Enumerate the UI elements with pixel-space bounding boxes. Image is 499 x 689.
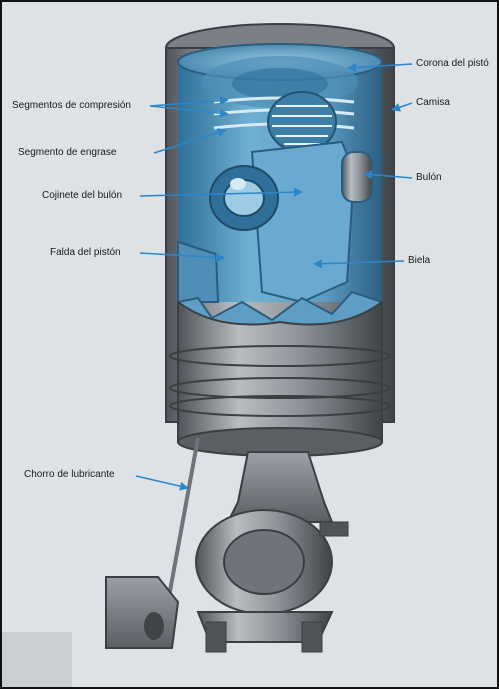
label-corona-del-piston: Corona del pistó	[416, 59, 489, 69]
label-biela: Biela	[408, 256, 430, 266]
label-camisa: Camisa	[416, 98, 450, 108]
label-segmento-de-engrase: Segmento de engrase	[18, 148, 116, 158]
label-bulon: Bulón	[416, 173, 442, 183]
corner-shadow	[2, 632, 72, 687]
piston-lower-body	[170, 302, 390, 456]
label-cojinete-del-bulon: Cojinete del bulón	[42, 191, 122, 201]
label-segmentos-de-compresion: Segmentos de compresión	[12, 101, 131, 111]
label-falda-del-piston: Falda del pistón	[50, 248, 121, 258]
label-chorro-de-lubricante: Chorro de lubricante	[24, 470, 115, 480]
